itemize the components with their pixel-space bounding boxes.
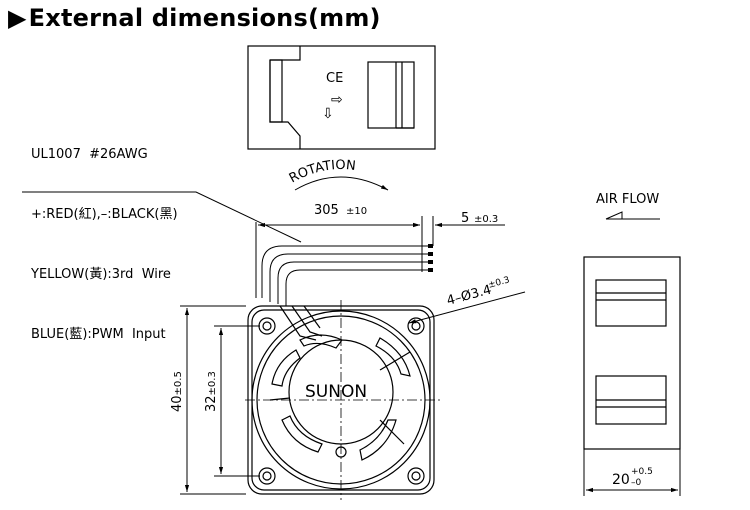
- wire-bundle: [261, 244, 430, 306]
- depth-dimension: [583, 449, 681, 496]
- fan-centerlines: [245, 300, 440, 500]
- wire-spec-line: UL1007 #26AWG: [31, 147, 148, 162]
- label-view: [247, 45, 436, 150]
- strip-length-value: 5: [461, 211, 469, 226]
- fan-side-view: [583, 256, 681, 450]
- wire-leader-line: [22, 191, 302, 243]
- svg-text:4–Ø3.4: 4–Ø3.4: [445, 283, 493, 309]
- airflow-label: AIR FLOW: [596, 192, 659, 207]
- page-title: ▶External dimensions(mm): [8, 4, 381, 32]
- lead-length-dimension: [255, 216, 423, 298]
- wire-spec-line: +:RED(紅),–:BLACK(黑): [31, 207, 178, 222]
- ce-mark: CE: [326, 71, 343, 86]
- svg-text:±0.3: ±0.3: [487, 275, 511, 290]
- hole-spec-leader: [408, 291, 526, 324]
- arrow-down-icon: ⇩: [322, 106, 334, 122]
- wire-spec-line: YELLOW(黃):3rd Wire: [31, 267, 171, 282]
- lead-length-value: 305: [314, 203, 339, 218]
- wire-tips: [428, 244, 433, 272]
- wire-spec-line: BLUE(藍):PWM Input: [31, 327, 166, 342]
- fan-brand-label: SUNON: [305, 382, 367, 402]
- airflow-arrow-icon: [605, 211, 660, 220]
- hole-spec-label: 4–Ø3.4 ±0.3: [445, 275, 511, 309]
- depth-value: 20: [612, 472, 630, 488]
- lead-length-tol: ±10: [346, 206, 367, 217]
- depth-tol-minus: –0: [631, 478, 642, 488]
- wire-spec-block: UL1007 #26AWG +:RED(紅),–:BLACK(黑) YELLOW…: [31, 105, 178, 365]
- page-title-text: External dimensions(mm): [28, 4, 381, 32]
- play-triangle-icon: ▶: [8, 4, 27, 32]
- outer-size-value: 40±0.5: [170, 371, 185, 412]
- depth-tol-plus: +0.5: [631, 467, 653, 477]
- arrow-right-icon: ⇨: [331, 92, 343, 108]
- rotation-arrow: [294, 176, 389, 191]
- strip-length-tol: ±0.3: [474, 214, 498, 225]
- strip-length-dimension: [410, 216, 505, 246]
- outer-size-dimension: [180, 305, 246, 495]
- hole-pitch-dimension: [214, 325, 260, 477]
- hole-pitch-value: 32±0.3: [204, 371, 219, 412]
- rotation-label: ROTATION: [287, 158, 357, 186]
